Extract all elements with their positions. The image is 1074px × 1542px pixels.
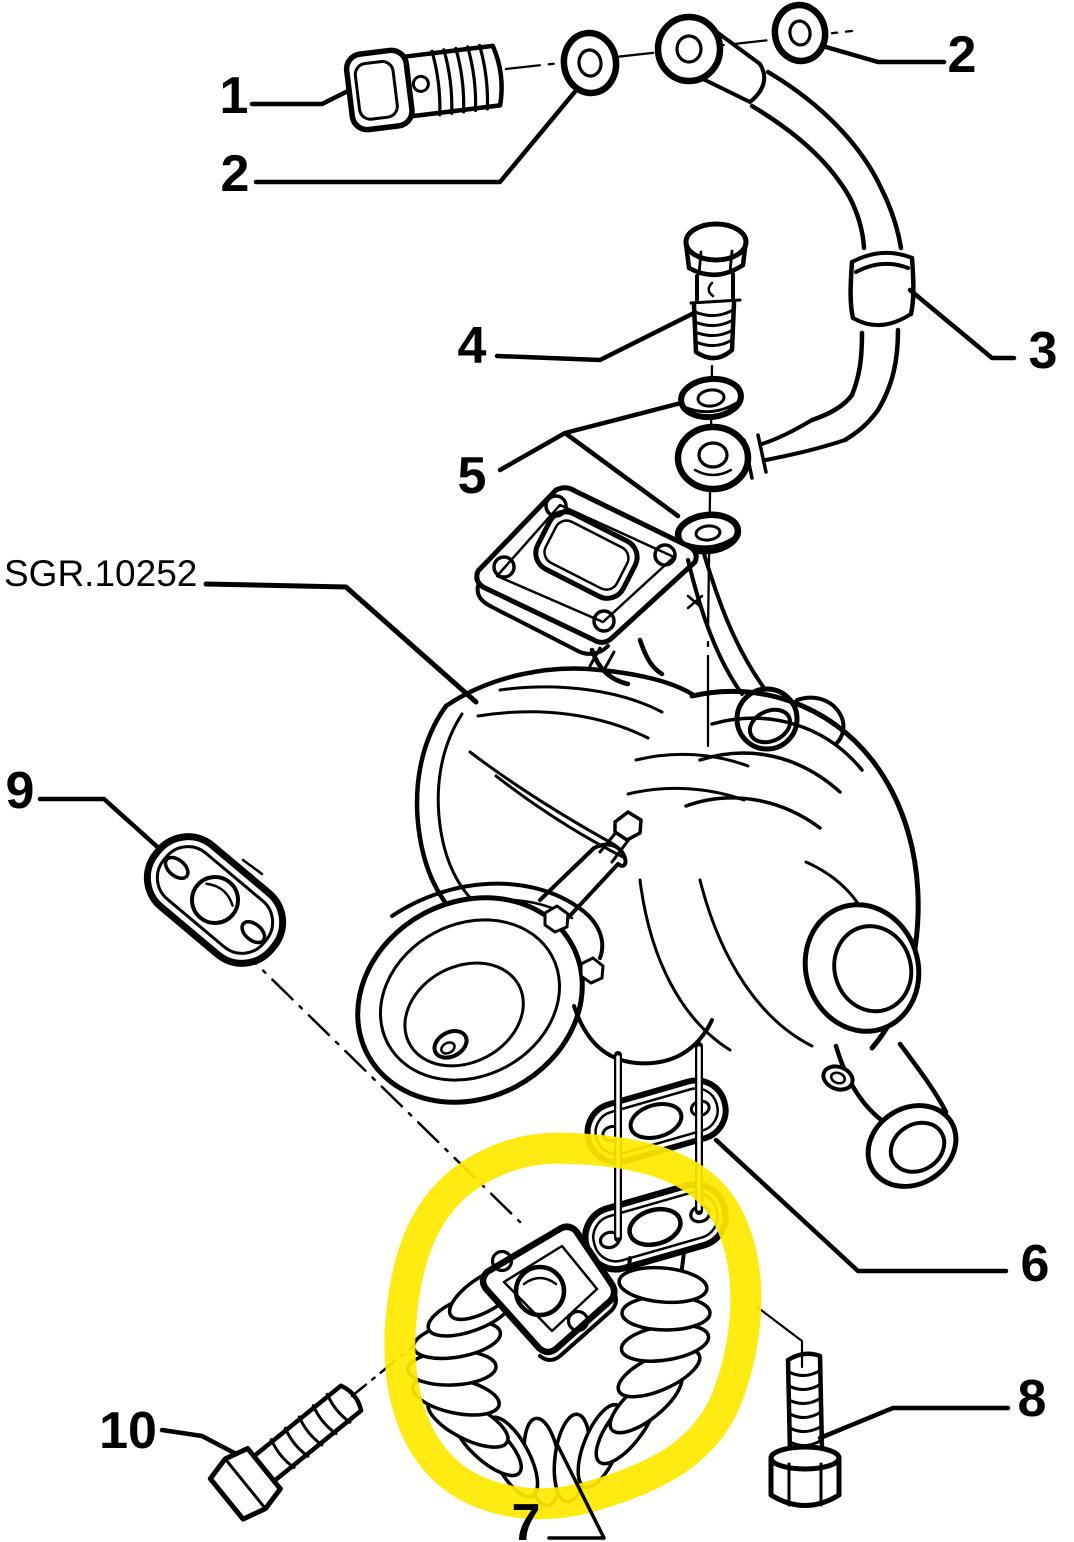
callout-7-label: 7: [512, 1494, 541, 1542]
leader-7: [547, 1444, 606, 1540]
part-7-hose-flange-left: [479, 1223, 618, 1362]
compressor-housing: [638, 688, 959, 1189]
leader-8: [817, 1405, 1011, 1441]
callout-4-label: 4: [458, 317, 487, 375]
leader-1: [249, 81, 365, 107]
exhaust-inlet-flange: [474, 485, 699, 687]
leader-2a: [253, 85, 581, 185]
callout-1-label: 1: [220, 67, 249, 125]
callout-labels: 1 2 2 3 4 5 6 7 8 9 10 SGR.10252: [4, 26, 1057, 1542]
part-1-banjo-bolt: [343, 43, 504, 133]
callout-2a-label: 2: [221, 145, 250, 203]
part-4-banjo-bolt: [683, 221, 749, 361]
axis-bolt8: [755, 1305, 804, 1369]
callout-2b-label: 2: [948, 26, 977, 84]
leader-10: [159, 1427, 245, 1460]
leader-3: [907, 287, 1017, 361]
part-2-washer-left: [560, 29, 620, 97]
wastegate-actuator: [355, 810, 643, 1105]
part-9-gasket: [143, 833, 287, 967]
callout-9-label: 9: [6, 762, 35, 820]
highlight-ring: [384, 1132, 762, 1520]
pipe-banjo-eye-lower: [674, 423, 752, 493]
callout-6-label: 6: [1021, 1235, 1050, 1293]
part-10-bolt: [207, 1383, 364, 1522]
leader-5: [497, 400, 684, 519]
leader-9: [37, 796, 166, 855]
part-2-washer-right: [771, 1, 829, 65]
callout-10-label: 10: [99, 1402, 157, 1460]
callout-8-label: 8: [1018, 1370, 1047, 1428]
callout-3-label: 3: [1029, 322, 1058, 380]
group-code-label: SGR.10252: [4, 553, 197, 594]
compressor-outlet-stub: [821, 1041, 959, 1189]
pipe-banjo-eye-top: [654, 13, 724, 85]
part-7-bellows: [406, 1262, 712, 1508]
callout-5-label: 5: [458, 447, 487, 505]
oil-drain-boss: [572, 1004, 714, 1066]
leader-sgr: [203, 581, 479, 705]
part-8-bolt: [768, 1351, 842, 1508]
part-5-washer-upper: [678, 375, 744, 421]
leader-6: [713, 1137, 1009, 1274]
leader-4: [494, 310, 697, 363]
leader-lines: [37, 44, 1017, 1460]
leader-2b: [823, 44, 947, 65]
axis-vertical-column: [706, 364, 714, 748]
